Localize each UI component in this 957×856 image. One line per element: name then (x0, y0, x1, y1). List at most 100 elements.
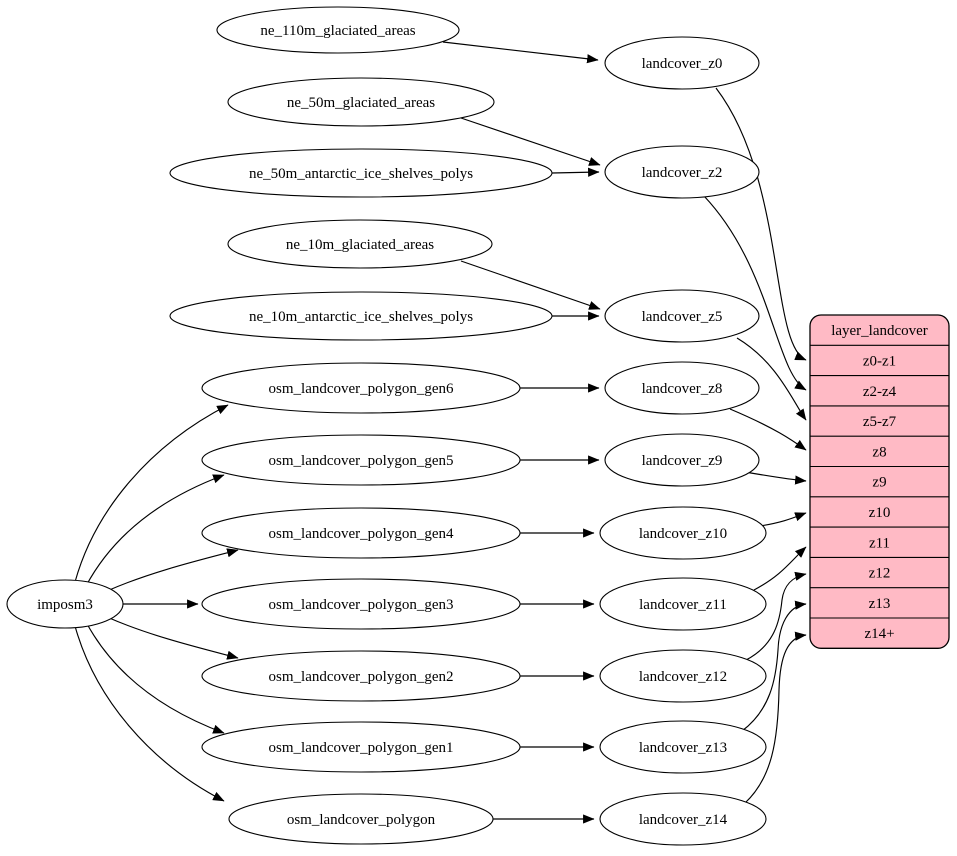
node-label-landcover_z0: landcover_z0 (642, 56, 723, 72)
node-osm_landcover_polygon: osm_landcover_polygon (228, 793, 494, 845)
node-label-landcover_z13: landcover_z13 (639, 740, 727, 756)
node-ellipse-landcover_z9 (604, 433, 760, 487)
table-row-z9: z9 (872, 475, 886, 491)
node-label-osm_landcover_polygon_gen2: osm_landcover_polygon_gen2 (269, 669, 454, 685)
table-header: layer_landcover (831, 323, 928, 339)
node-ellipse-landcover_z11 (599, 577, 767, 631)
table-row-z10: z10 (869, 505, 891, 521)
node-ellipse-osm_landcover_polygon_gen6 (201, 362, 521, 414)
node-landcover_z12: landcover_z12 (599, 649, 767, 703)
node-landcover_z9: landcover_z9 (604, 433, 760, 487)
edge-imposm3-to-osm_landcover_polygon_gen5 (85, 474, 225, 587)
table-row-z0-z1: z0-z1 (863, 353, 896, 369)
node-label-ne_10m_glaciated_areas: ne_10m_glaciated_areas (286, 237, 434, 253)
edge-imposm3-to-osm_landcover_polygon_gen6 (74, 404, 229, 583)
node-ellipse-ne_50m_glaciated_areas (227, 77, 495, 127)
edge-ne_10m_glaciated_areas-to-landcover_z5 (460, 260, 601, 310)
table-row-z12: z12 (869, 566, 891, 582)
node-ellipse-landcover_z13 (599, 720, 767, 774)
node-ne_50m_antarctic_ice_shelves_polys: ne_50m_antarctic_ice_shelves_polys (169, 148, 553, 198)
node-ellipse-landcover_z8 (604, 361, 760, 415)
node-ellipse-landcover_z12 (599, 649, 767, 703)
node-osm_landcover_polygon_gen1: osm_landcover_polygon_gen1 (201, 721, 521, 773)
node-landcover_z0: landcover_z0 (604, 36, 760, 90)
node-label-ne_10m_antarctic_ice_shelves_polys: ne_10m_antarctic_ice_shelves_polys (249, 309, 473, 325)
node-label-imposm3: imposm3 (37, 597, 93, 613)
node-ellipse-landcover_z10 (599, 506, 767, 560)
node-label-landcover_z9: landcover_z9 (642, 453, 723, 469)
edge-landcover_z0-to-layer_landcover.z0-z1 (715, 87, 807, 361)
node-label-landcover_z2: landcover_z2 (642, 165, 723, 181)
node-osm_landcover_polygon_gen2: osm_landcover_polygon_gen2 (201, 650, 521, 702)
edge-landcover_z2-to-layer_landcover.z2-z4 (703, 195, 807, 391)
table-row-z8: z8 (872, 444, 886, 460)
node-label-landcover_z8: landcover_z8 (642, 381, 723, 397)
edge-landcover_z11-to-layer_landcover.z11 (753, 546, 807, 591)
table-row-z5-z7: z5-z7 (863, 414, 897, 430)
edge-ne_50m_glaciated_areas-to-landcover_z2 (460, 117, 601, 166)
node-ellipse-ne_50m_antarctic_ice_shelves_polys (169, 148, 553, 198)
node-label-osm_landcover_polygon: osm_landcover_polygon (287, 812, 436, 828)
node-label-ne_110m_glaciated_areas: ne_110m_glaciated_areas (260, 23, 415, 39)
node-label-osm_landcover_polygon_gen6: osm_landcover_polygon_gen6 (269, 381, 454, 397)
node-ne_10m_glaciated_areas: ne_10m_glaciated_areas (227, 219, 493, 269)
node-ellipse-imposm3 (6, 579, 124, 629)
edge-imposm3-to-osm_landcover_polygon_gen1 (85, 621, 225, 734)
node-ellipse-landcover_z2 (604, 145, 760, 199)
node-label-landcover_z5: landcover_z5 (642, 309, 723, 325)
edge-imposm3-to-osm_landcover_polygon_gen4 (106, 548, 239, 592)
edge-landcover_z10-to-layer_landcover.z10 (759, 512, 807, 527)
node-ellipse-landcover_z14 (599, 792, 767, 846)
node-ellipse-osm_landcover_polygon_gen1 (201, 721, 521, 773)
table-row-z11: z11 (869, 535, 890, 551)
node-ne_50m_glaciated_areas: ne_50m_glaciated_areas (227, 77, 495, 127)
node-ellipse-landcover_z0 (604, 36, 760, 90)
edge-imposm3-to-osm_landcover_polygon_gen2 (106, 616, 239, 660)
edge-ne_110m_glaciated_areas-to-landcover_z0 (442, 41, 599, 64)
node-landcover_z13: landcover_z13 (599, 720, 767, 774)
node-landcover_z8: landcover_z8 (604, 361, 760, 415)
node-ellipse-landcover_z5 (604, 289, 760, 343)
node-ellipse-osm_landcover_polygon_gen5 (201, 434, 521, 486)
node-landcover_z2: landcover_z2 (604, 145, 760, 199)
node-osm_landcover_polygon_gen3: osm_landcover_polygon_gen3 (201, 578, 521, 630)
edge-landcover_z9-to-layer_landcover.z9 (744, 471, 807, 485)
node-label-landcover_z14: landcover_z14 (639, 812, 728, 828)
node-ellipse-ne_10m_antarctic_ice_shelves_polys (169, 291, 553, 341)
node-landcover_z10: landcover_z10 (599, 506, 767, 560)
table-outline (809, 314, 950, 649)
node-label-ne_50m_glaciated_areas: ne_50m_glaciated_areas (287, 95, 435, 111)
node-ellipse-osm_landcover_polygon_gen2 (201, 650, 521, 702)
table-row-z13: z13 (869, 596, 891, 612)
node-osm_landcover_polygon_gen5: osm_landcover_polygon_gen5 (201, 434, 521, 486)
node-ne_10m_antarctic_ice_shelves_polys: ne_10m_antarctic_ice_shelves_polys (169, 291, 553, 341)
node-ne_110m_glaciated_areas: ne_110m_glaciated_areas (216, 6, 460, 54)
edge-imposm3-to-osm_landcover_polygon (74, 625, 225, 802)
table-row-z2-z4: z2-z4 (863, 384, 897, 400)
node-osm_landcover_polygon_gen6: osm_landcover_polygon_gen6 (201, 362, 521, 414)
edge-ne_50m_antarctic_ice_shelves_polys-to-landcover_z2 (551, 167, 600, 177)
table-row-z14+: z14+ (864, 626, 894, 642)
node-imposm3: imposm3 (6, 579, 124, 629)
node-ellipse-osm_landcover_polygon_gen3 (201, 578, 521, 630)
node-label-osm_landcover_polygon_gen4: osm_landcover_polygon_gen4 (269, 526, 454, 542)
node-label-osm_landcover_polygon_gen5: osm_landcover_polygon_gen5 (269, 453, 454, 469)
edge-landcover_z8-to-layer_landcover.z8 (729, 408, 807, 451)
node-osm_landcover_polygon_gen4: osm_landcover_polygon_gen4 (201, 507, 521, 559)
node-landcover_z14: landcover_z14 (599, 792, 767, 846)
node-label-osm_landcover_polygon_gen3: osm_landcover_polygon_gen3 (269, 597, 454, 613)
node-ellipse-ne_110m_glaciated_areas (216, 6, 460, 54)
edge-landcover_z14-to-layer_landcover.z14+ (744, 631, 807, 804)
table-layer_landcover: layer_landcover z0-z1 z2-z4 z5-z7 z8 z9 z10 z11… (809, 314, 950, 649)
node-ellipse-ne_10m_glaciated_areas (227, 219, 493, 269)
node-label-landcover_z11: landcover_z11 (639, 597, 727, 613)
edge-landcover_z5-to-layer_landcover.z5-z7 (736, 337, 807, 421)
node-label-landcover_z10: landcover_z10 (639, 526, 727, 542)
node-label-osm_landcover_polygon_gen1: osm_landcover_polygon_gen1 (269, 740, 454, 756)
node-landcover_z5: landcover_z5 (604, 289, 760, 343)
node-ellipse-osm_landcover_polygon (228, 793, 494, 845)
edge-landcover_z12-to-layer_landcover.z12 (745, 571, 807, 661)
node-label-ne_50m_antarctic_ice_shelves_polys: ne_50m_antarctic_ice_shelves_polys (249, 166, 473, 182)
